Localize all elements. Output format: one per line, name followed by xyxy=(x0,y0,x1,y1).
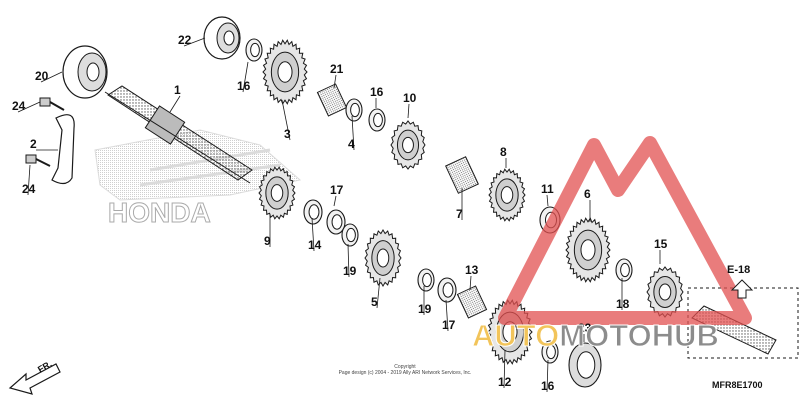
front-direction-arrow xyxy=(8,363,61,395)
callout-16c: 16 xyxy=(541,379,555,393)
callout-6: 6 xyxy=(584,187,591,201)
callout-17b: 17 xyxy=(442,318,456,332)
bearing-23 xyxy=(568,342,602,388)
leader-14 xyxy=(311,217,315,252)
leader-12 xyxy=(503,349,506,389)
leader-13 xyxy=(469,275,472,291)
needle-bearing-13 xyxy=(456,285,488,319)
leader-17b xyxy=(445,299,449,332)
callout-1: 1 xyxy=(174,83,181,97)
washer-19b xyxy=(417,268,435,292)
callout-18: 18 xyxy=(616,297,630,311)
callout-15: 15 xyxy=(654,237,668,251)
leader-24b xyxy=(27,164,31,196)
callout-4: 4 xyxy=(348,137,355,151)
leader-24a xyxy=(17,101,41,113)
main-shaft xyxy=(104,85,253,184)
copyright-notice: Copyright Page design (c) 2004 - 2019 Al… xyxy=(305,364,505,376)
leader-3 xyxy=(281,99,291,141)
callout-16b: 16 xyxy=(370,85,384,99)
leader-21 xyxy=(333,74,337,89)
callout-24a: 24 xyxy=(12,99,26,113)
callout-21: 21 xyxy=(330,62,344,76)
washer-16a xyxy=(245,38,263,62)
bearing-22 xyxy=(203,16,241,60)
leader-11 xyxy=(546,194,549,207)
leader-16a xyxy=(242,61,249,93)
callout-20: 20 xyxy=(35,69,49,83)
leader-22 xyxy=(183,37,206,47)
callout-2: 2 xyxy=(30,137,37,151)
gear-8 xyxy=(488,168,526,222)
bolt-24-upper xyxy=(39,97,65,111)
callout-9: 9 xyxy=(264,234,271,248)
callout-11: 11 xyxy=(541,182,554,196)
callout-5: 5 xyxy=(371,295,378,309)
gear-10 xyxy=(390,120,426,170)
gear-6 xyxy=(565,217,611,283)
callout-19b: 19 xyxy=(418,302,432,316)
callout-14: 14 xyxy=(308,238,322,252)
copyright-line-2: Page design (c) 2004 - 2019 Ally ARI Net… xyxy=(338,370,472,376)
callout-16a: 16 xyxy=(237,79,251,93)
leader-10 xyxy=(407,103,410,119)
washer-16c xyxy=(541,340,559,364)
gear-group xyxy=(245,38,684,388)
washer-19a xyxy=(341,223,359,247)
watermark-part-1: AUTO xyxy=(471,318,560,354)
callout-3: 3 xyxy=(284,127,291,141)
leader-20 xyxy=(40,71,63,83)
callout-19a: 19 xyxy=(343,264,357,278)
callout-10: 10 xyxy=(403,91,417,105)
collar-4 xyxy=(345,98,363,122)
needle-bearing-21 xyxy=(316,83,348,117)
callout-7: 7 xyxy=(456,207,463,221)
needle-bearing-7 xyxy=(445,156,479,194)
watermark-triangle-logo xyxy=(498,136,752,325)
reference-label-e18: E-18 xyxy=(727,264,751,276)
callout-23: 23 xyxy=(578,321,592,335)
callout-22: 22 xyxy=(178,33,192,47)
watermark-part-2: MOTOHUB xyxy=(559,318,720,354)
copyright-line-1: Copyright xyxy=(394,364,416,370)
collar-14 xyxy=(303,199,323,225)
bearing-20 xyxy=(62,45,108,99)
bolt-24-lower xyxy=(25,154,51,167)
washer-18 xyxy=(615,258,633,282)
callout-17a: 17 xyxy=(330,183,344,197)
washer-17a xyxy=(326,209,346,235)
leader-19a xyxy=(347,243,350,278)
leader-16c xyxy=(546,359,549,393)
leader-4 xyxy=(351,115,355,151)
callout-12: 12 xyxy=(498,375,512,389)
gear-3 xyxy=(262,39,308,105)
gear-5 xyxy=(364,229,402,287)
gear-9 xyxy=(258,166,296,220)
reference-arrow-e18 xyxy=(730,279,754,299)
leader-5 xyxy=(376,277,381,309)
honda-logo-text: HONDA xyxy=(108,197,211,228)
diagram-code: MFR8E1700 xyxy=(712,380,763,390)
washer-16b xyxy=(368,108,386,132)
callout-8: 8 xyxy=(500,145,507,159)
leader-17a xyxy=(333,195,337,207)
callout-13: 13 xyxy=(465,263,479,277)
leader-lines xyxy=(17,37,661,393)
watermark-text: AUTOMOTOHUB xyxy=(471,318,720,354)
leader-1 xyxy=(169,95,181,113)
callout-24b: 24 xyxy=(22,182,36,196)
gear-15 xyxy=(646,266,684,318)
washer-17b xyxy=(437,277,457,303)
stopper-plate-2 xyxy=(51,114,75,185)
